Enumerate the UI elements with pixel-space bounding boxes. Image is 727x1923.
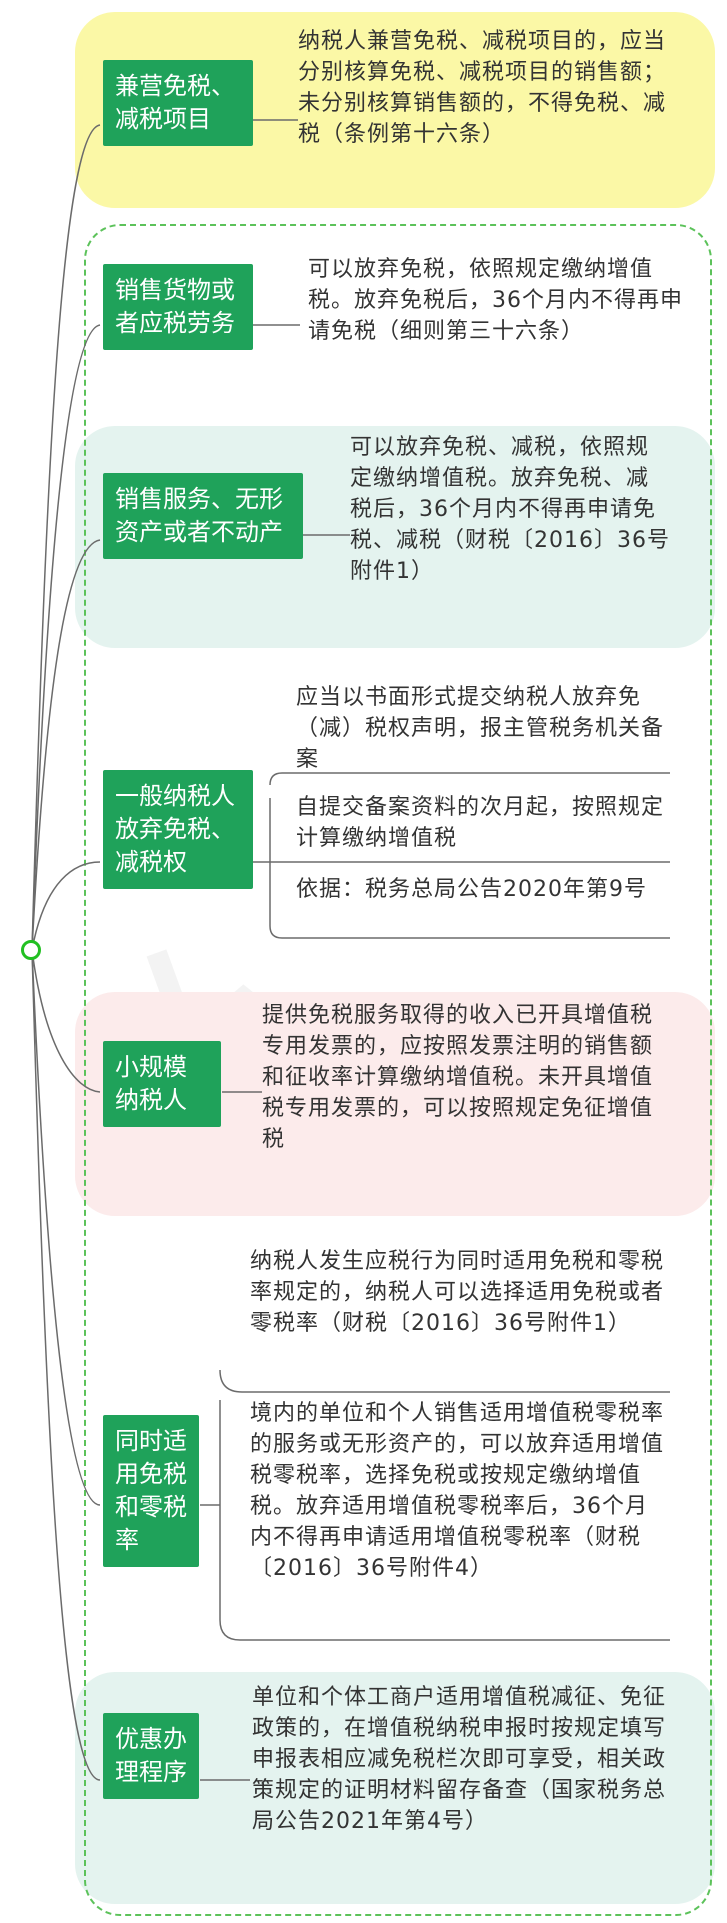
note-waiver-basis: 依据：税务总局公告2020年第9号 (296, 877, 647, 902)
note-dual-operation: 纳税人兼营免税、减税项目的，应当分别核算免税、减税项目的销售额；未分别核算销售额… (298, 29, 667, 147)
note-choose-exempt-or-zero: 纳税人发生应税行为同时适用免税和零税率规定的，纳税人可以选择适用免税或者零税率（… (250, 1249, 665, 1336)
topic-node-small-scale-taxpayer[interactable]: 小规模纳税人 (103, 1041, 221, 1127)
note-waiver-declaration: 应当以书面形式提交纳税人放弃免（减）税权声明，报主管税务机关备案 (296, 685, 665, 772)
boundary-frame (84, 224, 712, 1916)
note-services-intangibles: 可以放弃免税、减税，依照规定缴纳增值税。放弃免税、减税后，36个月内不得再申请免… (350, 435, 670, 584)
topic-node-goods-services[interactable]: 销售货物或者应税劳务 (103, 264, 253, 350)
topic-node-preferential-procedure[interactable]: 优惠办理程序 (103, 1713, 199, 1799)
note-preferential-procedure: 单位和个体工商户适用增值税减征、免征政策的，在增值税纳税申报时按规定填写申报表相… (252, 1685, 667, 1834)
topic-node-services-intangibles[interactable]: 销售服务、无形资产或者不动产 (103, 473, 303, 559)
topic-node-general-taxpayer-waiver[interactable]: 一般纳税人放弃免税、减税权 (103, 770, 253, 889)
topic-node-dual-operation[interactable]: 兼营免税、减税项目 (103, 60, 253, 146)
topic-node-exempt-and-zero-rate[interactable]: 同时适用免税和零税率 (103, 1415, 199, 1567)
note-waive-zero-rate: 境内的单位和个人销售适用增值税零税率的服务或无形资产的，可以放弃适用增值税零税率… (250, 1401, 665, 1581)
note-small-scale-taxpayer: 提供免税服务取得的收入已开具增值税专用发票的，应按照发票注明的销售额和征收率计算… (262, 1003, 654, 1152)
root-node[interactable] (21, 940, 41, 960)
note-goods-services: 可以放弃免税，依照规定缴纳增值税。放弃免税后，36个月内不得再申请免税（细则第三… (308, 257, 683, 344)
note-waiver-effective: 自提交备案资料的次月起，按照规定计算缴纳增值税 (296, 795, 665, 851)
